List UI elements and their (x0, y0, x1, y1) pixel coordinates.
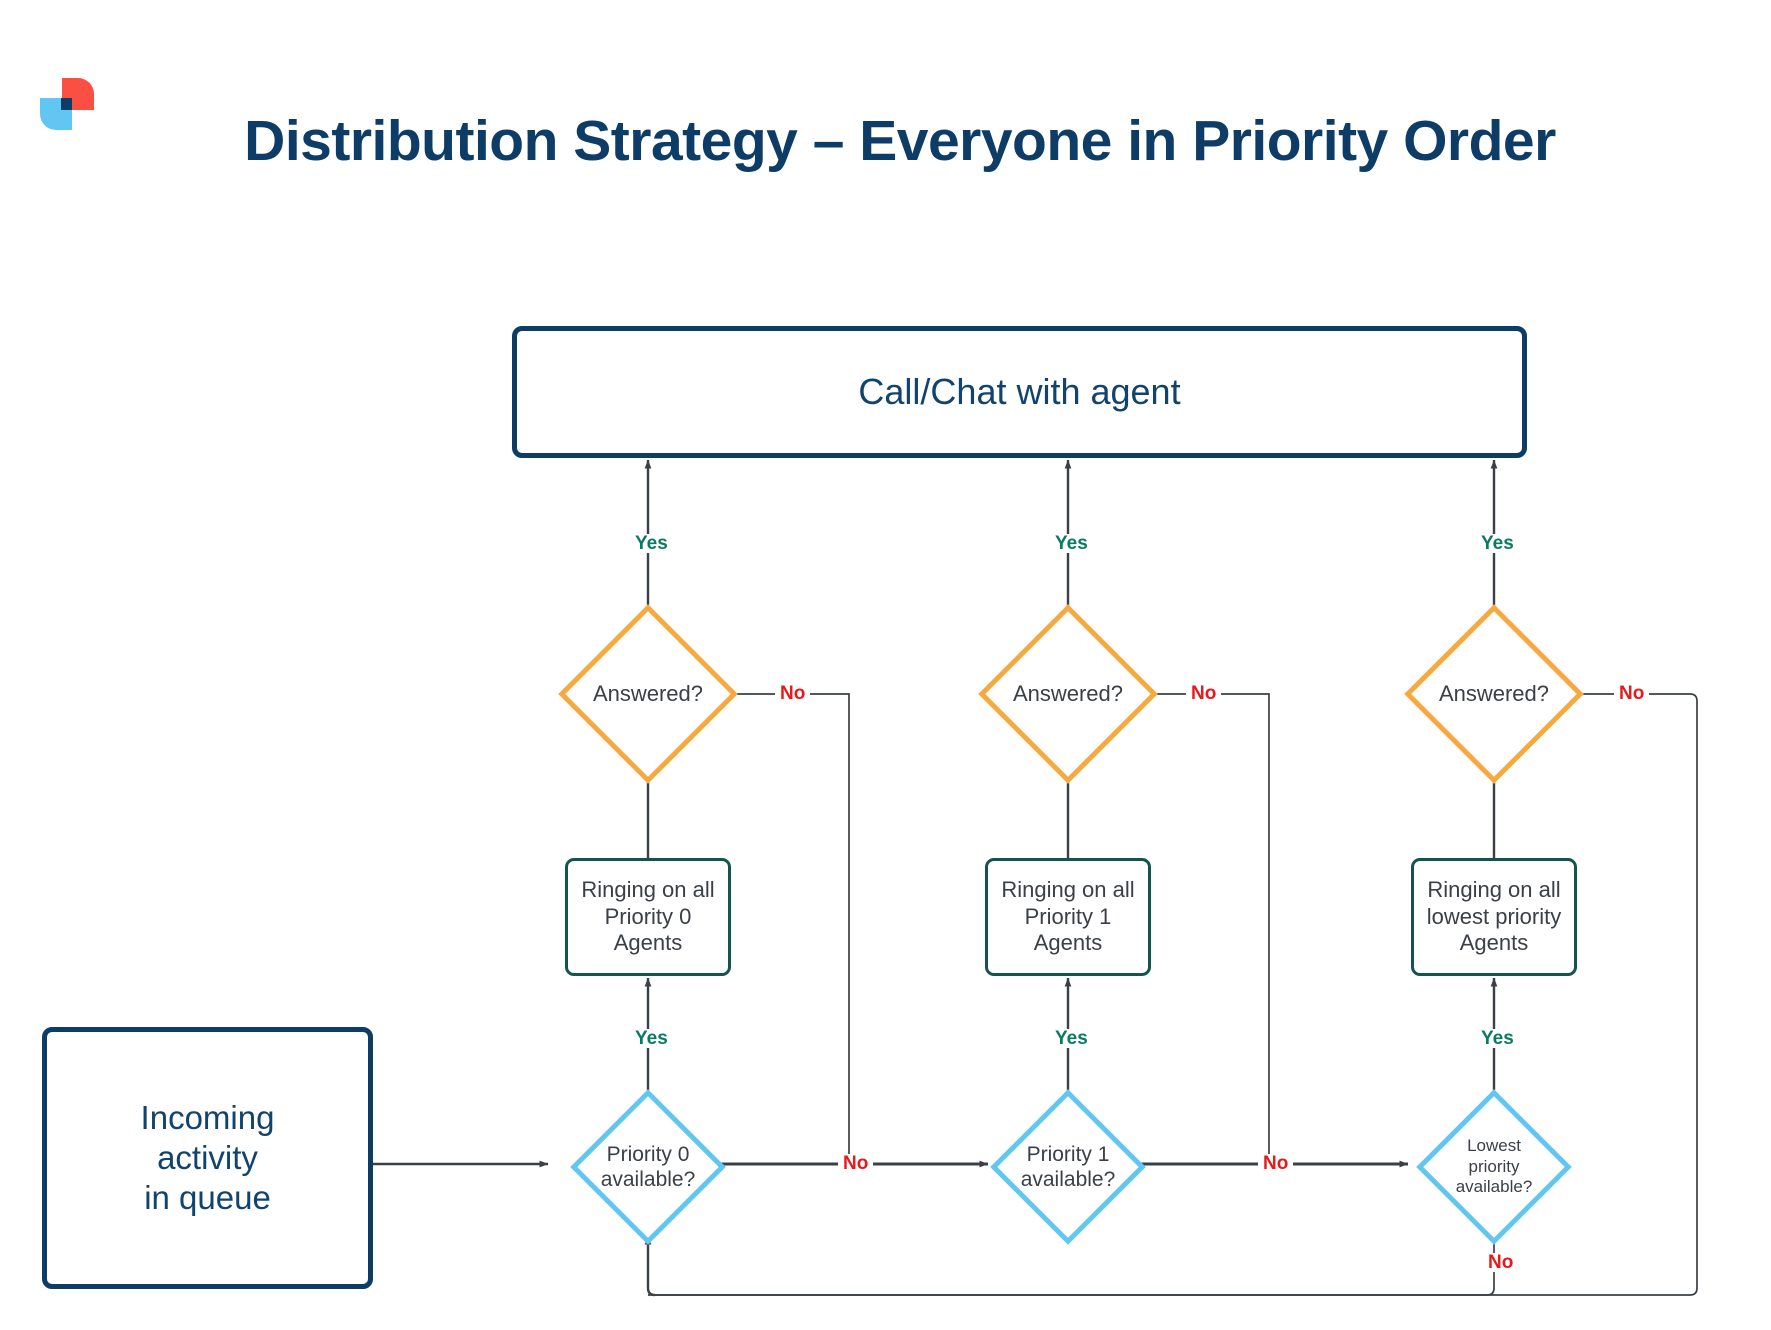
edge-label-no-answered-2: No (1614, 684, 1650, 703)
start-label-line1: Incoming (140, 1098, 275, 1136)
edge-label-yes-available-2: Yes (1476, 1029, 1519, 1048)
decision-answered-lowest-priority: Answered? (1404, 604, 1584, 784)
edge-label-yes-answered-2: Yes (1476, 534, 1519, 553)
edge-label-no-available-1: No (1258, 1154, 1294, 1173)
ringing-label-line2: Priority 0 (604, 903, 692, 929)
process-ringing-lowest-priority: Ringing on all lowest priority Agents (1411, 858, 1577, 976)
start-label-line2: activity (157, 1138, 258, 1176)
terminal-call-chat-with-agent: Call/Chat with agent (512, 326, 1527, 458)
ringing-label-line1: Ringing on all (1001, 876, 1135, 902)
decision-priority-1-available: Priority 1 available? (978, 1089, 1158, 1245)
edge-label-no-available-2: No (1483, 1253, 1519, 1272)
decision-availability-label: Lowest priority available? (1404, 1094, 1584, 1240)
ringing-label-line3: Agents (1033, 930, 1103, 956)
ringing-label-line2: Priority 1 (1024, 903, 1112, 929)
edge-label-yes-available-0: Yes (630, 1029, 673, 1048)
ringing-label-line1: Ringing on all (581, 876, 715, 902)
ringing-label-line1: Ringing on all (1427, 876, 1561, 902)
process-ringing-priority-1: Ringing on all Priority 1 Agents (985, 858, 1151, 976)
availability-line2: available? (1020, 1168, 1116, 1191)
edge-label-no-available-0: No (838, 1154, 874, 1173)
decision-answered-priority-1: Answered? (978, 604, 1158, 784)
start-label-line3: in queue (144, 1179, 271, 1217)
process-ringing-priority-0: Ringing on all Priority 0 Agents (565, 858, 731, 976)
decision-answered-priority-0: Answered? (558, 604, 738, 784)
company-logo (32, 70, 100, 138)
start-incoming-activity: Incoming activity in queue (42, 1027, 373, 1289)
availability-line2: available? (600, 1168, 696, 1191)
ringing-label-line3: Agents (1459, 930, 1529, 956)
ringing-label-line3: Agents (613, 930, 683, 956)
availability-line1: Lowest (1467, 1136, 1521, 1156)
decision-lowest-priority-available: Lowest priority available? (1404, 1089, 1584, 1245)
edge-label-yes-answered-1: Yes (1050, 534, 1093, 553)
decision-answered-label: Answered? (592, 680, 704, 706)
decision-priority-0-available: Priority 0 available? (558, 1089, 738, 1245)
availability-line2: priority (1468, 1156, 1520, 1176)
edge-label-yes-available-1: Yes (1050, 1029, 1093, 1048)
availability-line3: available? (1455, 1177, 1533, 1197)
terminal-label: Call/Chat with agent (858, 371, 1181, 413)
availability-line1: Priority 1 (1026, 1142, 1110, 1166)
availability-line1: Priority 0 (606, 1142, 690, 1166)
page-title: Distribution Strategy – Everyone in Prio… (244, 109, 1556, 173)
company-logo-icon (40, 78, 94, 130)
edge-label-yes-answered-0: Yes (630, 534, 673, 553)
ringing-label-line2: lowest priority (1426, 903, 1562, 929)
edge-label-no-answered-1: No (1186, 684, 1222, 703)
decision-answered-label: Answered? (1012, 680, 1124, 706)
decision-availability-label: Priority 0 available? (558, 1094, 738, 1240)
decision-availability-label: Priority 1 available? (978, 1094, 1158, 1240)
edge-label-no-answered-0: No (775, 684, 811, 703)
decision-answered-label: Answered? (1438, 680, 1550, 706)
